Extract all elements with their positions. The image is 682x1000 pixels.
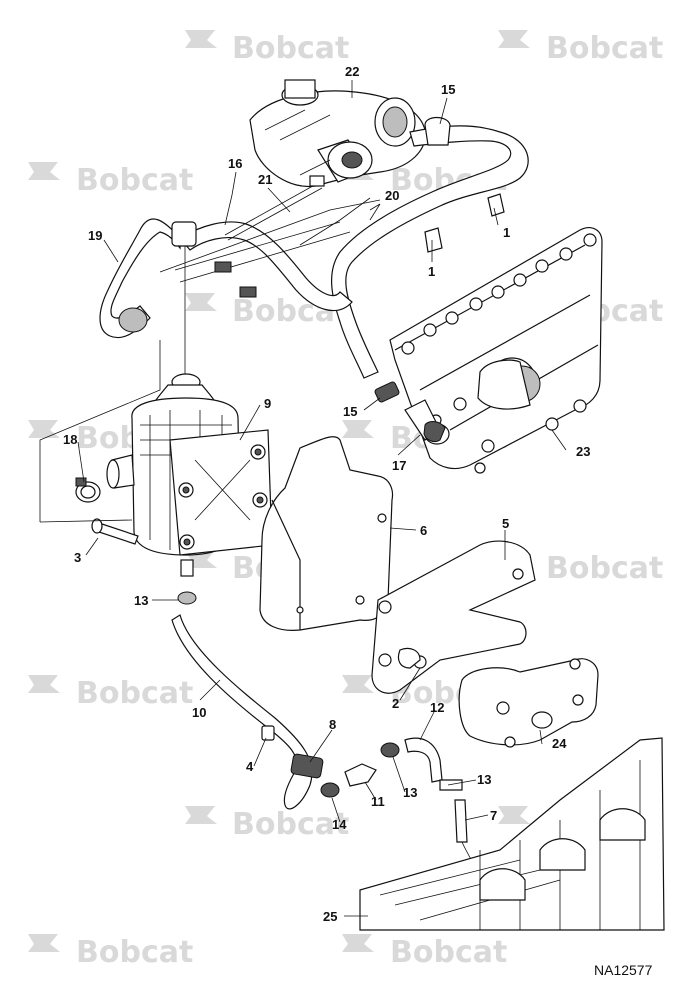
- callout-17: 17: [392, 458, 406, 473]
- callout-6: 6: [420, 523, 427, 538]
- callout-16: 16: [228, 156, 242, 171]
- watermark-16: Bobcat: [342, 934, 507, 970]
- callout-13-right: 13: [477, 772, 491, 787]
- callout-19: 19: [88, 228, 102, 243]
- bolt: [91, 518, 139, 545]
- callout-18: 18: [63, 432, 77, 447]
- svg-text:Bobcat: Bobcat: [546, 551, 663, 586]
- hose-clamp: [75, 477, 101, 503]
- heat-shield: [259, 436, 394, 631]
- callout-5: 5: [502, 516, 509, 531]
- lower-breather-hose: [99, 218, 353, 339]
- callout-8: 8: [329, 717, 336, 732]
- figure-code: NA12577: [594, 962, 653, 978]
- callout-12: 12: [430, 700, 444, 715]
- svg-text:Bobcat: Bobcat: [546, 31, 663, 66]
- callout-13-middle: 13: [403, 785, 417, 800]
- callout-7: 7: [490, 808, 497, 823]
- svg-text:Bobcat: Bobcat: [232, 31, 349, 66]
- callout-13-left: 13: [134, 593, 148, 608]
- upper-breather-hose: [331, 125, 529, 379]
- callout-1-right: 1: [503, 225, 510, 240]
- leader-lines: [39, 80, 567, 917]
- watermark-13: Bobcat: [185, 806, 349, 842]
- callout-25: 25: [323, 909, 337, 924]
- svg-text:Bobcat: Bobcat: [76, 676, 193, 711]
- svg-text:Bobcat: Bobcat: [232, 807, 349, 842]
- watermark-15: Bobcat: [28, 934, 193, 970]
- callout-9: 9: [264, 396, 271, 411]
- callout-14: 14: [332, 817, 347, 832]
- watermark-1: Bobcat: [185, 30, 349, 66]
- engine-block: [359, 737, 665, 931]
- callout-2: 2: [392, 696, 399, 711]
- watermark-3: Bobcat: [28, 162, 193, 198]
- valve-cover: [389, 227, 603, 474]
- callout-4: 4: [246, 759, 254, 774]
- turbocharger: [249, 79, 426, 188]
- callout-20: 20: [385, 188, 399, 203]
- callout-24: 24: [552, 736, 567, 751]
- callout-15-upper: 15: [441, 82, 455, 97]
- svg-text:Bobcat: Bobcat: [390, 935, 507, 970]
- callout-15-lower: 15: [343, 404, 357, 419]
- watermark-2: Bobcat: [498, 30, 663, 66]
- egr-valve: [397, 647, 599, 748]
- callout-3: 3: [74, 550, 81, 565]
- oil-separator: [106, 246, 273, 556]
- hose-fittings-upper: [374, 116, 451, 445]
- watermark-11: Bobcat: [28, 675, 193, 711]
- callout-21: 21: [258, 172, 272, 187]
- callout-23: 23: [576, 444, 590, 459]
- callout-1-left: 1: [428, 264, 435, 279]
- svg-text:Bobcat: Bobcat: [76, 163, 193, 198]
- callout-10: 10: [192, 705, 206, 720]
- wiring-clips: [159, 175, 505, 298]
- callout-22: 22: [345, 64, 359, 79]
- callout-labels: 22 15 16 21 20 1 1 19 9 15 17 23 18 6 3 …: [63, 64, 590, 924]
- watermark-layer: Bobcat Bobcat Bobcat Bobcat Bobcat Bobca…: [28, 30, 663, 970]
- callout-11: 11: [371, 794, 385, 809]
- drain-hose: [171, 559, 491, 901]
- svg-text:Bobcat: Bobcat: [76, 935, 193, 970]
